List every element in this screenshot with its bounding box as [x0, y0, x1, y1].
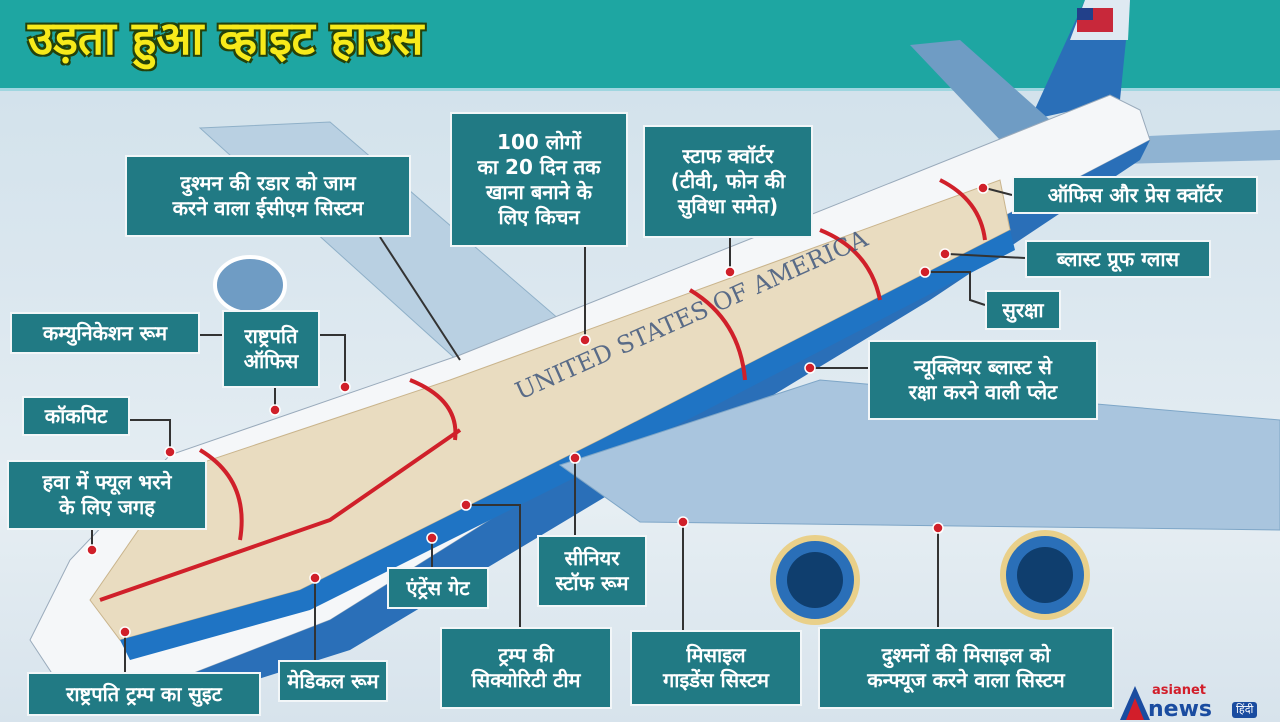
logo-news: news — [1148, 697, 1213, 722]
label-office-press: ऑफिस और प्रेस क्वॉर्टर — [1012, 176, 1258, 214]
label-line: ट्रम्प की — [498, 643, 554, 667]
label-missile-confuse: दुश्मनों की मिसाइल कोकन्फ्यूज करने वाला … — [818, 627, 1114, 709]
label-line: के लिए जगह — [59, 495, 155, 519]
page-title: उड़ता हुआ व्हाइट हाउस — [28, 11, 424, 65]
label-communication-room: कम्युनिकेशन रूम — [10, 312, 200, 354]
leader-lines — [91, 187, 1026, 672]
label-security-team: ट्रम्प कीसिक्योरिटी टीम — [440, 627, 612, 709]
label-medical-room: मेडिकल रूम — [278, 660, 388, 702]
label-line: गाइडेंस सिस्टम — [663, 668, 769, 692]
cabin-frames — [99, 178, 987, 602]
label-line: स्टॉफ रूम — [555, 571, 629, 595]
label-line: ऑफिस — [243, 349, 299, 373]
label-line: सुविधा समेत) — [677, 194, 779, 218]
us-flag-canton — [1077, 8, 1093, 20]
asianet-news-logo: asianet news हिंदी — [1120, 684, 1280, 722]
label-line: न्यूक्लियर ब्लास्ट से — [914, 355, 1052, 379]
label-entrance-gate: एंट्रेंस गेट — [387, 567, 489, 609]
logo-brand: asianet — [1152, 683, 1207, 698]
label-staff-quarter: स्टाफ क्वॉर्टर(टीवी, फोन कीसुविधा समेत) — [643, 125, 813, 238]
marker-dots — [86, 182, 989, 638]
label-line: करने वाला ईसीएम सिस्टम — [172, 196, 364, 220]
near-wing — [558, 379, 1280, 531]
engine-left-intake — [787, 552, 843, 608]
label-line: एंट्रेंस गेट — [406, 575, 470, 600]
label-line: खाना बनाने के — [486, 179, 592, 204]
logo-triangle-icon — [1120, 686, 1150, 720]
label-line: स्टाफ क्वॉर्टर — [682, 144, 774, 168]
label-line: कम्युनिकेशन रूम — [42, 320, 168, 345]
label-cockpit: कॉकपिट — [22, 396, 130, 436]
label-line: मिसाइल — [686, 643, 746, 667]
label-line: रक्षा करने वाली प्लेट — [908, 380, 1058, 404]
label-line: ब्लास्ट प्रूफ ग्लास — [1056, 246, 1180, 271]
label-line: सिक्योरिटी टीम — [471, 668, 581, 692]
label-security: सुरक्षा — [985, 290, 1061, 330]
label-line: मेडिकल रूम — [287, 668, 379, 693]
label-line: लिए किचन — [498, 204, 580, 229]
label-line: ऑफिस और प्रेस क्वॉर्टर — [1047, 182, 1223, 207]
label-line: राष्ट्रपति — [244, 324, 298, 348]
label-blast-glass: ब्लास्ट प्रूफ ग्लास — [1025, 240, 1211, 278]
cabin-floor — [120, 230, 1015, 660]
engine-right-intake — [1017, 547, 1073, 603]
label-nuclear-plate: न्यूक्लियर ब्लास्ट सेरक्षा करने वाली प्ल… — [868, 340, 1098, 420]
logo-lang: हिंदी — [1232, 702, 1258, 718]
label-line: (टीवी, फोन की — [670, 169, 786, 193]
label-line: हवा में फ्यूल भरने — [42, 470, 172, 494]
label-line: 100 लोगों — [497, 129, 581, 154]
label-president-office: राष्ट्रपतिऑफिस — [222, 310, 320, 388]
label-line: का 20 दिन तक — [477, 154, 601, 179]
label-line: दुश्मनों की मिसाइल को — [881, 643, 1051, 667]
label-line: दुश्मन की रडार को जाम — [180, 171, 356, 195]
label-line: कन्फ्यूज करने वाला सिस्टम — [867, 668, 1065, 692]
far-engine — [213, 255, 287, 315]
label-line: सीनियर — [564, 546, 620, 570]
label-president-suite: राष्ट्रपति ट्रम्प का सुइट — [27, 672, 261, 716]
label-line: सुरक्षा — [1002, 297, 1044, 322]
left-stabilizer — [910, 40, 1050, 140]
label-line: कॉकपिट — [44, 403, 108, 428]
label-line: राष्ट्रपति ट्रम्प का सुइट — [66, 681, 222, 706]
label-refuel-space: हवा में फ्यूल भरनेके लिए जगह — [7, 460, 207, 530]
